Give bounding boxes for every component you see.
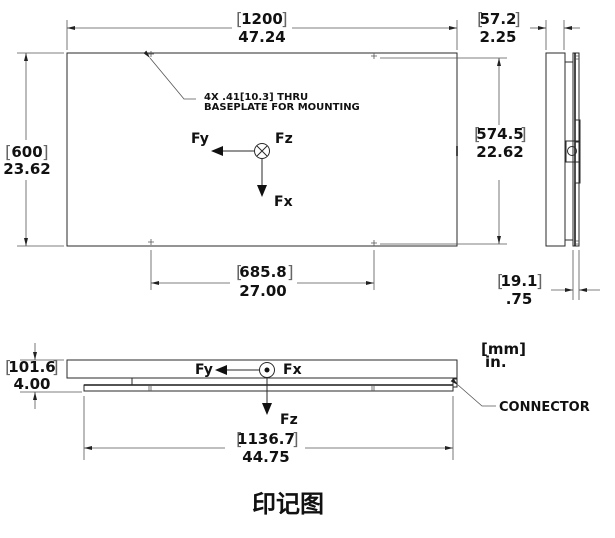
dim-overall-length: [ 1200 ] 47.24 bbox=[66, 10, 458, 50]
front-connector bbox=[452, 378, 458, 388]
connector-label: CONNECTOR bbox=[499, 400, 590, 415]
svg-text:]: ] bbox=[42, 143, 49, 163]
side-top-plate bbox=[545, 52, 566, 247]
svg-text:[: [ bbox=[5, 143, 12, 163]
svg-text:]: ] bbox=[281, 10, 288, 30]
dim-overall-height-in: 4.00 bbox=[13, 375, 50, 393]
svg-text:[: [ bbox=[497, 272, 504, 292]
svg-text:[: [ bbox=[236, 263, 243, 283]
side-view: [ 57.2 ] 2.25 [ 19.1 ] .75 bbox=[477, 10, 600, 308]
svg-text:]: ] bbox=[292, 430, 299, 450]
svg-text:]: ] bbox=[287, 263, 294, 283]
connector-port-icon bbox=[567, 146, 577, 156]
dim-base-length-mm: 1136.7 bbox=[237, 430, 295, 448]
dim-overall-length-in: 47.24 bbox=[238, 28, 285, 46]
front-fx-label: Fx bbox=[283, 362, 302, 378]
fz-label: Fz bbox=[275, 131, 293, 147]
side-base-plate bbox=[572, 52, 580, 247]
dim-overall-width-mm: 600 bbox=[11, 143, 42, 161]
hole-note-leader bbox=[143, 50, 196, 100]
svg-text:[: [ bbox=[5, 358, 12, 378]
front-top-plate bbox=[66, 359, 458, 379]
dim-overall-width-in: 23.62 bbox=[3, 160, 50, 178]
top-view-force-triad: Fy Fz Fx bbox=[191, 131, 293, 210]
fx-label: Fx bbox=[274, 194, 293, 210]
dim-base-length: [ 1136.7 ] 44.75 bbox=[83, 396, 454, 466]
dim-hole-spacing-x: [ 685.8 ] 27.00 bbox=[150, 250, 375, 300]
svg-text:]: ] bbox=[514, 10, 521, 30]
hole-note-line2: BASEPLATE FOR MOUNTING bbox=[204, 102, 360, 113]
hole-note-line1: 4X .41[10.3] THRU bbox=[204, 92, 308, 103]
dim-side-depth-in: 2.25 bbox=[479, 28, 516, 46]
front-base-plate bbox=[83, 384, 454, 392]
dim-overall-width: [ 600 ] 23.62 bbox=[3, 52, 64, 247]
svg-text:]: ] bbox=[52, 358, 59, 378]
dim-base-thickness-mm: 19.1 bbox=[500, 272, 537, 290]
front-view: Fy Fx Fz [ 101.6 ] 4.00 [ 1136.7 ] 44.75 bbox=[5, 340, 590, 466]
dim-hole-spacing-y-mm: 574.5 bbox=[476, 125, 523, 143]
front-fz-label: Fz bbox=[280, 412, 298, 428]
dim-base-thickness: [ 19.1 ] .75 bbox=[497, 250, 600, 308]
dim-hole-spacing-x-in: 27.00 bbox=[239, 282, 286, 300]
dim-base-thickness-in: .75 bbox=[506, 290, 533, 308]
drawing-title: 印记图 bbox=[252, 490, 324, 518]
dim-hole-spacing-y: [ 574.5 ] 22.62 bbox=[380, 57, 527, 245]
svg-text:[: [ bbox=[236, 10, 243, 30]
dim-side-depth: [ 57.2 ] 2.25 bbox=[477, 10, 580, 50]
units-secondary: in. bbox=[485, 353, 507, 371]
top-view: 4X .41[10.3] THRU BASEPLATE FOR MOUNTING… bbox=[3, 10, 526, 300]
dim-overall-height: [ 101.6 ] 4.00 bbox=[5, 343, 82, 409]
units-primary: [mm] bbox=[481, 340, 526, 358]
dim-side-depth-mm: 57.2 bbox=[479, 10, 516, 28]
fy-label: Fy bbox=[191, 131, 209, 147]
dim-base-length-in: 44.75 bbox=[242, 448, 289, 466]
dim-overall-length-mm: 1200 bbox=[241, 10, 283, 28]
dim-overall-height-mm: 101.6 bbox=[8, 358, 55, 376]
svg-text:[: [ bbox=[236, 430, 243, 450]
dim-hole-spacing-y-in: 22.62 bbox=[476, 143, 523, 161]
connector-leader bbox=[450, 378, 496, 407]
mounting-hole-marks bbox=[148, 51, 377, 246]
svg-text:]: ] bbox=[536, 272, 543, 292]
svg-text:]: ] bbox=[520, 125, 527, 145]
front-view-force-triad: Fy Fx Fz bbox=[195, 362, 302, 428]
side-connector bbox=[565, 140, 581, 163]
top-plate-outline bbox=[66, 52, 458, 247]
front-fy-label: Fy bbox=[195, 362, 213, 378]
dim-hole-spacing-x-mm: 685.8 bbox=[239, 263, 286, 281]
svg-text:[: [ bbox=[477, 10, 484, 30]
svg-text:[: [ bbox=[474, 125, 481, 145]
